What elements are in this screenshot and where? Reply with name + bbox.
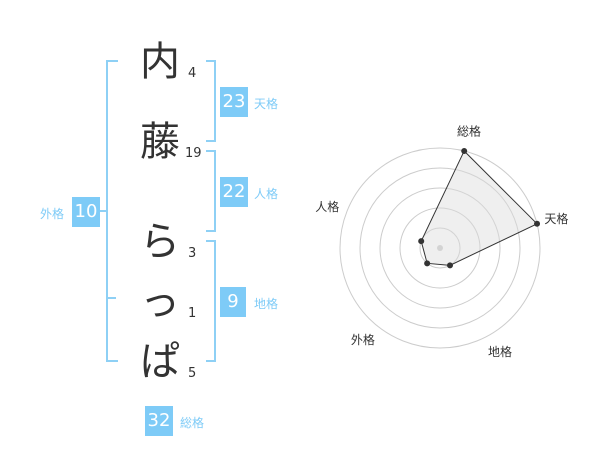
gaikaku-bracket — [106, 60, 118, 362]
name-char-1: 内 — [140, 39, 180, 85]
radar-point-1 — [461, 147, 468, 154]
radar-grid-ring — [339, 147, 541, 349]
radar-grid-ring — [359, 167, 521, 329]
tenkaku-bracket — [206, 60, 216, 142]
chikaku-bracket — [206, 240, 216, 362]
radar-axis-label-2: 天格 — [544, 211, 568, 226]
stroke-count-5: 5 — [188, 366, 197, 381]
radar-center-dot — [437, 245, 443, 251]
bracket-divider — [106, 297, 116, 299]
radar-axis-label-4: 外格 — [351, 332, 375, 347]
radar-point-4 — [424, 260, 431, 267]
jinkaku-label: 人格 — [254, 187, 279, 201]
radar-point-5 — [418, 238, 425, 245]
soukaku-value: 32 — [145, 406, 173, 436]
stroke-count-4: 1 — [188, 306, 197, 321]
radar-axis-label-3: 地格 — [488, 344, 512, 359]
tenkaku-label: 天格 — [254, 97, 279, 111]
radar-axis-label-1: 総格 — [457, 124, 481, 139]
chikaku-label: 地格 — [254, 297, 279, 311]
jinkaku-bracket — [206, 150, 216, 232]
name-char-2: 藤 — [140, 119, 180, 165]
radar-data-area — [420, 150, 538, 266]
jinkaku-value: 22 — [220, 177, 248, 207]
radar-grid-ring — [419, 227, 461, 269]
name-char-5: ぱ — [140, 339, 180, 385]
name-char-4: っ — [140, 279, 180, 325]
radar-grid-ring — [399, 207, 481, 289]
radar-grid-ring — [379, 187, 501, 309]
soukaku-label: 総格 — [180, 416, 205, 430]
gaikaku-value: 10 — [72, 197, 100, 227]
stroke-count-1: 4 — [188, 66, 197, 81]
gaikaku-label: 外格 — [40, 207, 65, 221]
gaikaku-bracket-tick — [97, 210, 106, 212]
radar-point-3 — [447, 262, 453, 269]
name-char-3: ら — [140, 219, 180, 265]
tenkaku-value: 23 — [220, 87, 248, 117]
radar-axis-label-5: 人格 — [315, 199, 339, 214]
radar-point-2 — [534, 220, 541, 227]
chikaku-value: 9 — [220, 287, 246, 317]
stroke-count-3: 3 — [188, 246, 197, 261]
stroke-count-2: 19 — [185, 146, 202, 161]
